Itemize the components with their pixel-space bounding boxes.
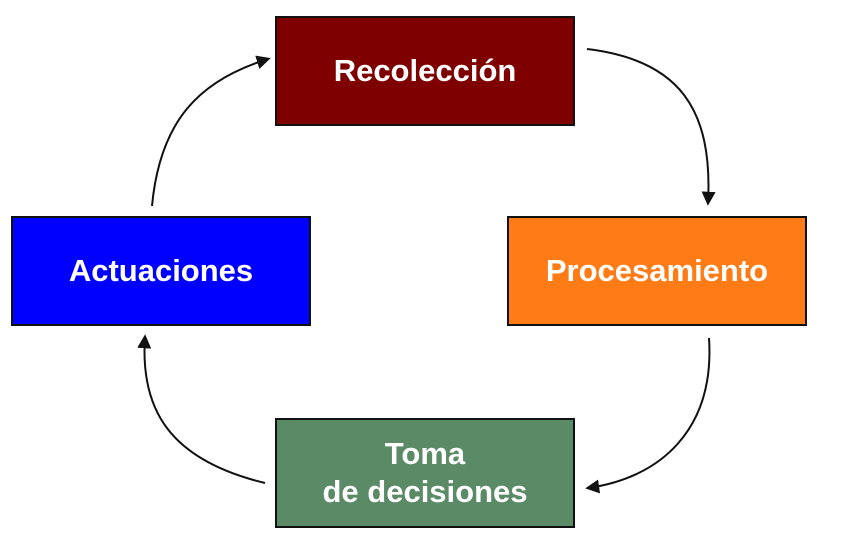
node-toma-de-decisiones-line2: de decisiones <box>322 474 528 509</box>
node-toma-de-decisiones: Toma de decisiones <box>275 418 575 528</box>
node-procesamiento: Procesamiento <box>507 216 807 326</box>
node-actuaciones-label: Actuaciones <box>68 253 254 288</box>
arrow-left-to-top <box>151 55 271 207</box>
node-recoleccion-label: Recolección <box>333 53 517 88</box>
arrow-bottom-to-left <box>137 334 266 484</box>
node-recoleccion: Recolección <box>275 16 575 126</box>
node-toma-de-decisiones-line1: Toma <box>384 436 466 471</box>
node-procesamiento-label: Procesamiento <box>545 253 769 288</box>
arrow-right-to-bottom <box>585 337 711 494</box>
node-actuaciones: Actuaciones <box>11 216 311 326</box>
arrow-top-to-right <box>586 48 716 206</box>
